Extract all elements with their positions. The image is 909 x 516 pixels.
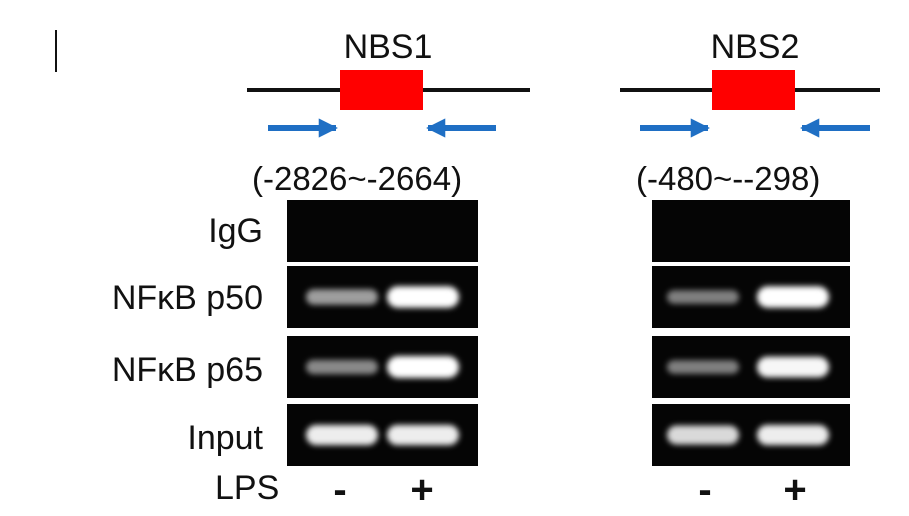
lps-label: LPS xyxy=(215,469,280,507)
lane-mark-minus-nbs1: - xyxy=(333,468,347,512)
promoter-schematic-nbs1 xyxy=(247,70,530,138)
gel-band xyxy=(757,286,829,308)
promoter-schematic-nbs2 xyxy=(620,70,880,138)
binding-site-box xyxy=(340,70,423,110)
lane-mark-plus-nbs2: + xyxy=(783,468,807,512)
gel-band xyxy=(387,424,459,446)
gel-band xyxy=(387,286,459,308)
row-label-igg: IgG xyxy=(208,212,263,250)
site-title-nbs2: NBS2 xyxy=(710,28,800,66)
lane-mark-minus-nbs2: - xyxy=(698,468,712,512)
text-cursor xyxy=(55,30,57,72)
row-label-input: Input xyxy=(187,419,263,457)
gel-band xyxy=(306,289,378,305)
row-label-nfkb-p65: NFκB p65 xyxy=(111,351,263,389)
gel-band xyxy=(306,424,378,446)
site-title-nbs1: NBS1 xyxy=(343,28,433,66)
gel-band xyxy=(387,356,459,378)
gel-strip-nbs1-0 xyxy=(287,200,478,262)
region-coordinates-nbs2: (-480~--298) xyxy=(636,160,821,197)
gel-band xyxy=(306,359,378,375)
gel-band xyxy=(667,425,739,445)
gel-strip-nbs2-0 xyxy=(652,200,850,262)
gel-band xyxy=(667,360,739,374)
row-label-nfkb-p50: NFκB p50 xyxy=(111,279,263,317)
gel-band xyxy=(757,424,829,446)
region-coordinates-nbs1: (-2826~-2664) xyxy=(252,160,463,197)
gel-band xyxy=(757,356,829,378)
gel-band xyxy=(667,290,739,304)
lane-mark-plus-nbs1: + xyxy=(410,468,434,512)
gel-panels xyxy=(287,200,850,466)
binding-site-box xyxy=(712,70,795,110)
